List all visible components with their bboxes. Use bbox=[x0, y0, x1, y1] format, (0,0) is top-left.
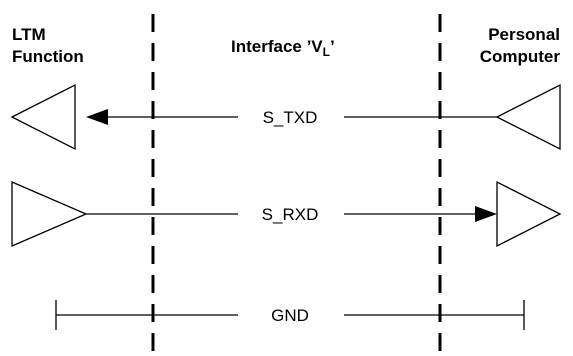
pc-txd-driver-triangle bbox=[495, 83, 561, 151]
rxd-signal-label: S_RXD bbox=[262, 205, 319, 224]
txd-signal-label: S_TXD bbox=[263, 108, 318, 127]
interface-header-text: Interface ’V bbox=[231, 37, 323, 56]
interface-header: Interface ’VL’ bbox=[231, 37, 335, 59]
rxd-arrowhead-icon bbox=[475, 206, 497, 222]
ltm-header-line2: Function bbox=[12, 47, 84, 66]
pc-rxd-receiver-triangle bbox=[496, 180, 562, 248]
gnd-signal-label: GND bbox=[271, 306, 309, 325]
pc-header-line2: Computer bbox=[480, 47, 561, 66]
ltm-txd-receiver-triangle bbox=[10, 83, 76, 151]
txd-arrowhead-icon bbox=[86, 109, 108, 125]
ltm-header-line1: LTM bbox=[12, 25, 46, 44]
interface-header-subscript: L bbox=[323, 45, 330, 59]
interface-header-suffix: ’ bbox=[330, 37, 335, 56]
pc-header-line1: Personal bbox=[488, 25, 560, 44]
ltm-rxd-driver-triangle bbox=[11, 181, 88, 247]
